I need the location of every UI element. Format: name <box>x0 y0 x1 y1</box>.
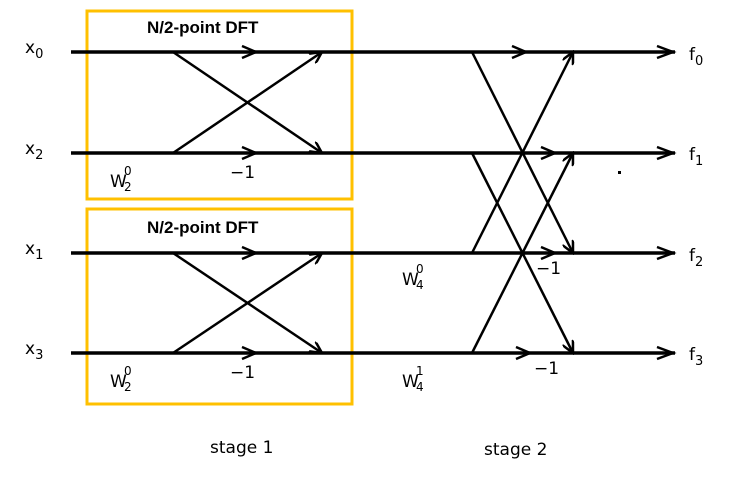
dft-block-2-title: N/2-point DFT <box>147 218 259 237</box>
arrow-out-3 <box>656 345 677 361</box>
arrow-s1-3 <box>241 345 260 361</box>
stage-1-label: stage 1 <box>210 438 274 458</box>
arrow-s1-0 <box>241 44 260 60</box>
stage2-butterflies <box>470 52 573 354</box>
input-label-x2: x2 <box>25 139 44 163</box>
s2-cross-3-1 <box>470 153 573 354</box>
arrow-out-0 <box>656 44 677 60</box>
arrow-s2-1 <box>540 145 559 161</box>
flow-arrows <box>241 44 677 361</box>
signal-lines <box>71 50 675 355</box>
arrow-s2-2 <box>540 245 559 261</box>
arrow-s1-1 <box>241 145 260 161</box>
input-label-x0: x0 <box>25 38 44 62</box>
input-label-x1: x1 <box>25 239 44 263</box>
neg-one-s2-f2: −1 <box>536 259 562 279</box>
input-label-x3: x3 <box>25 339 44 363</box>
output-label-f1: f1 <box>689 145 704 169</box>
output-label-f2: f2 <box>689 246 704 270</box>
arrow-out-2 <box>656 245 677 261</box>
arrow-s2-0 <box>511 44 530 60</box>
output-label-f3: f3 <box>689 345 704 369</box>
stray-dot <box>618 171 621 174</box>
arrow-s1-2 <box>241 245 260 261</box>
neg-one-s1-top: −1 <box>230 163 256 183</box>
dft-block-1-frame <box>85 9 354 201</box>
stage-2-label: stage 2 <box>484 440 548 460</box>
s1-cross-b <box>172 52 322 155</box>
s2-cross-2-0 <box>470 52 573 254</box>
neg-one-s1-bottom: −1 <box>230 363 256 383</box>
stage1-butterflies <box>172 52 322 355</box>
dft-block-2-frame <box>85 207 354 406</box>
arrow-s2-3 <box>515 345 534 361</box>
s1-cross-d <box>172 253 322 355</box>
arrow-out-1 <box>656 145 677 161</box>
dft-block-1-title: N/2-point DFT <box>147 18 259 37</box>
neg-one-s2-f3: −1 <box>534 359 560 379</box>
output-label-f0: f0 <box>689 45 704 69</box>
